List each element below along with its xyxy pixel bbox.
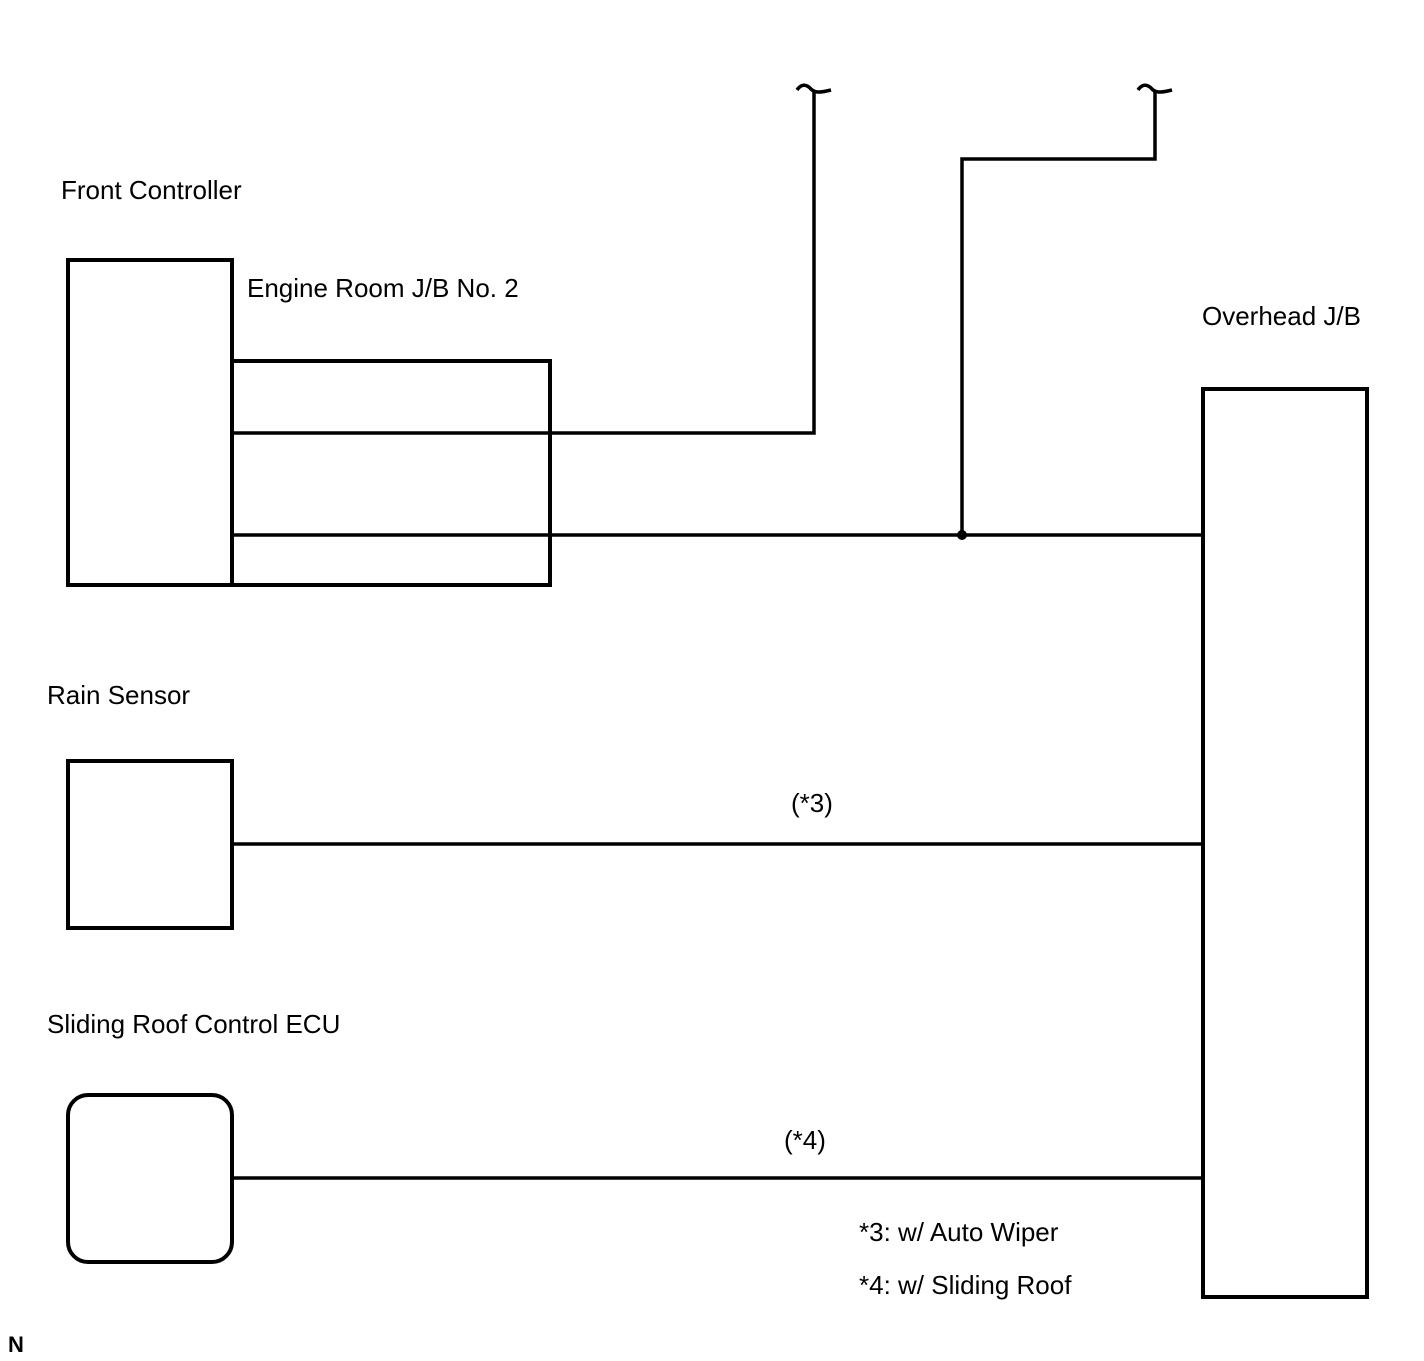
break-symbol-2 (1136, 83, 1173, 94)
overhead-jb-box (1201, 387, 1369, 1299)
sliding-roof-ecu-box (66, 1093, 234, 1264)
junction-dot (957, 530, 967, 540)
footnote-sliding-roof: *4: w/ Sliding Roof (859, 1270, 1072, 1300)
rain-wire-label: (*3) (791, 788, 833, 818)
sliding-roof-ecu-label: Sliding Roof Control ECU (47, 1009, 340, 1039)
overhead-jb-label: Overhead J/B (1202, 301, 1361, 331)
rain-sensor-box (66, 759, 234, 930)
footnote-auto-wiper: *3: w/ Auto Wiper (859, 1217, 1059, 1247)
break-symbol-1 (795, 83, 832, 94)
front-controller-box (66, 258, 234, 587)
wire-to-upper-feed (232, 92, 816, 435)
engine-room-jb-box (230, 359, 552, 587)
corner-code: N (8, 1332, 24, 1357)
front-controller-label: Front Controller (61, 175, 242, 205)
rain-sensor-label: Rain Sensor (47, 680, 190, 710)
roof-wire-label: (*4) (784, 1125, 826, 1155)
engine-room-jb-label: Engine Room J/B No. 2 (247, 273, 519, 303)
wire-branch-to-feed (960, 92, 1157, 535)
